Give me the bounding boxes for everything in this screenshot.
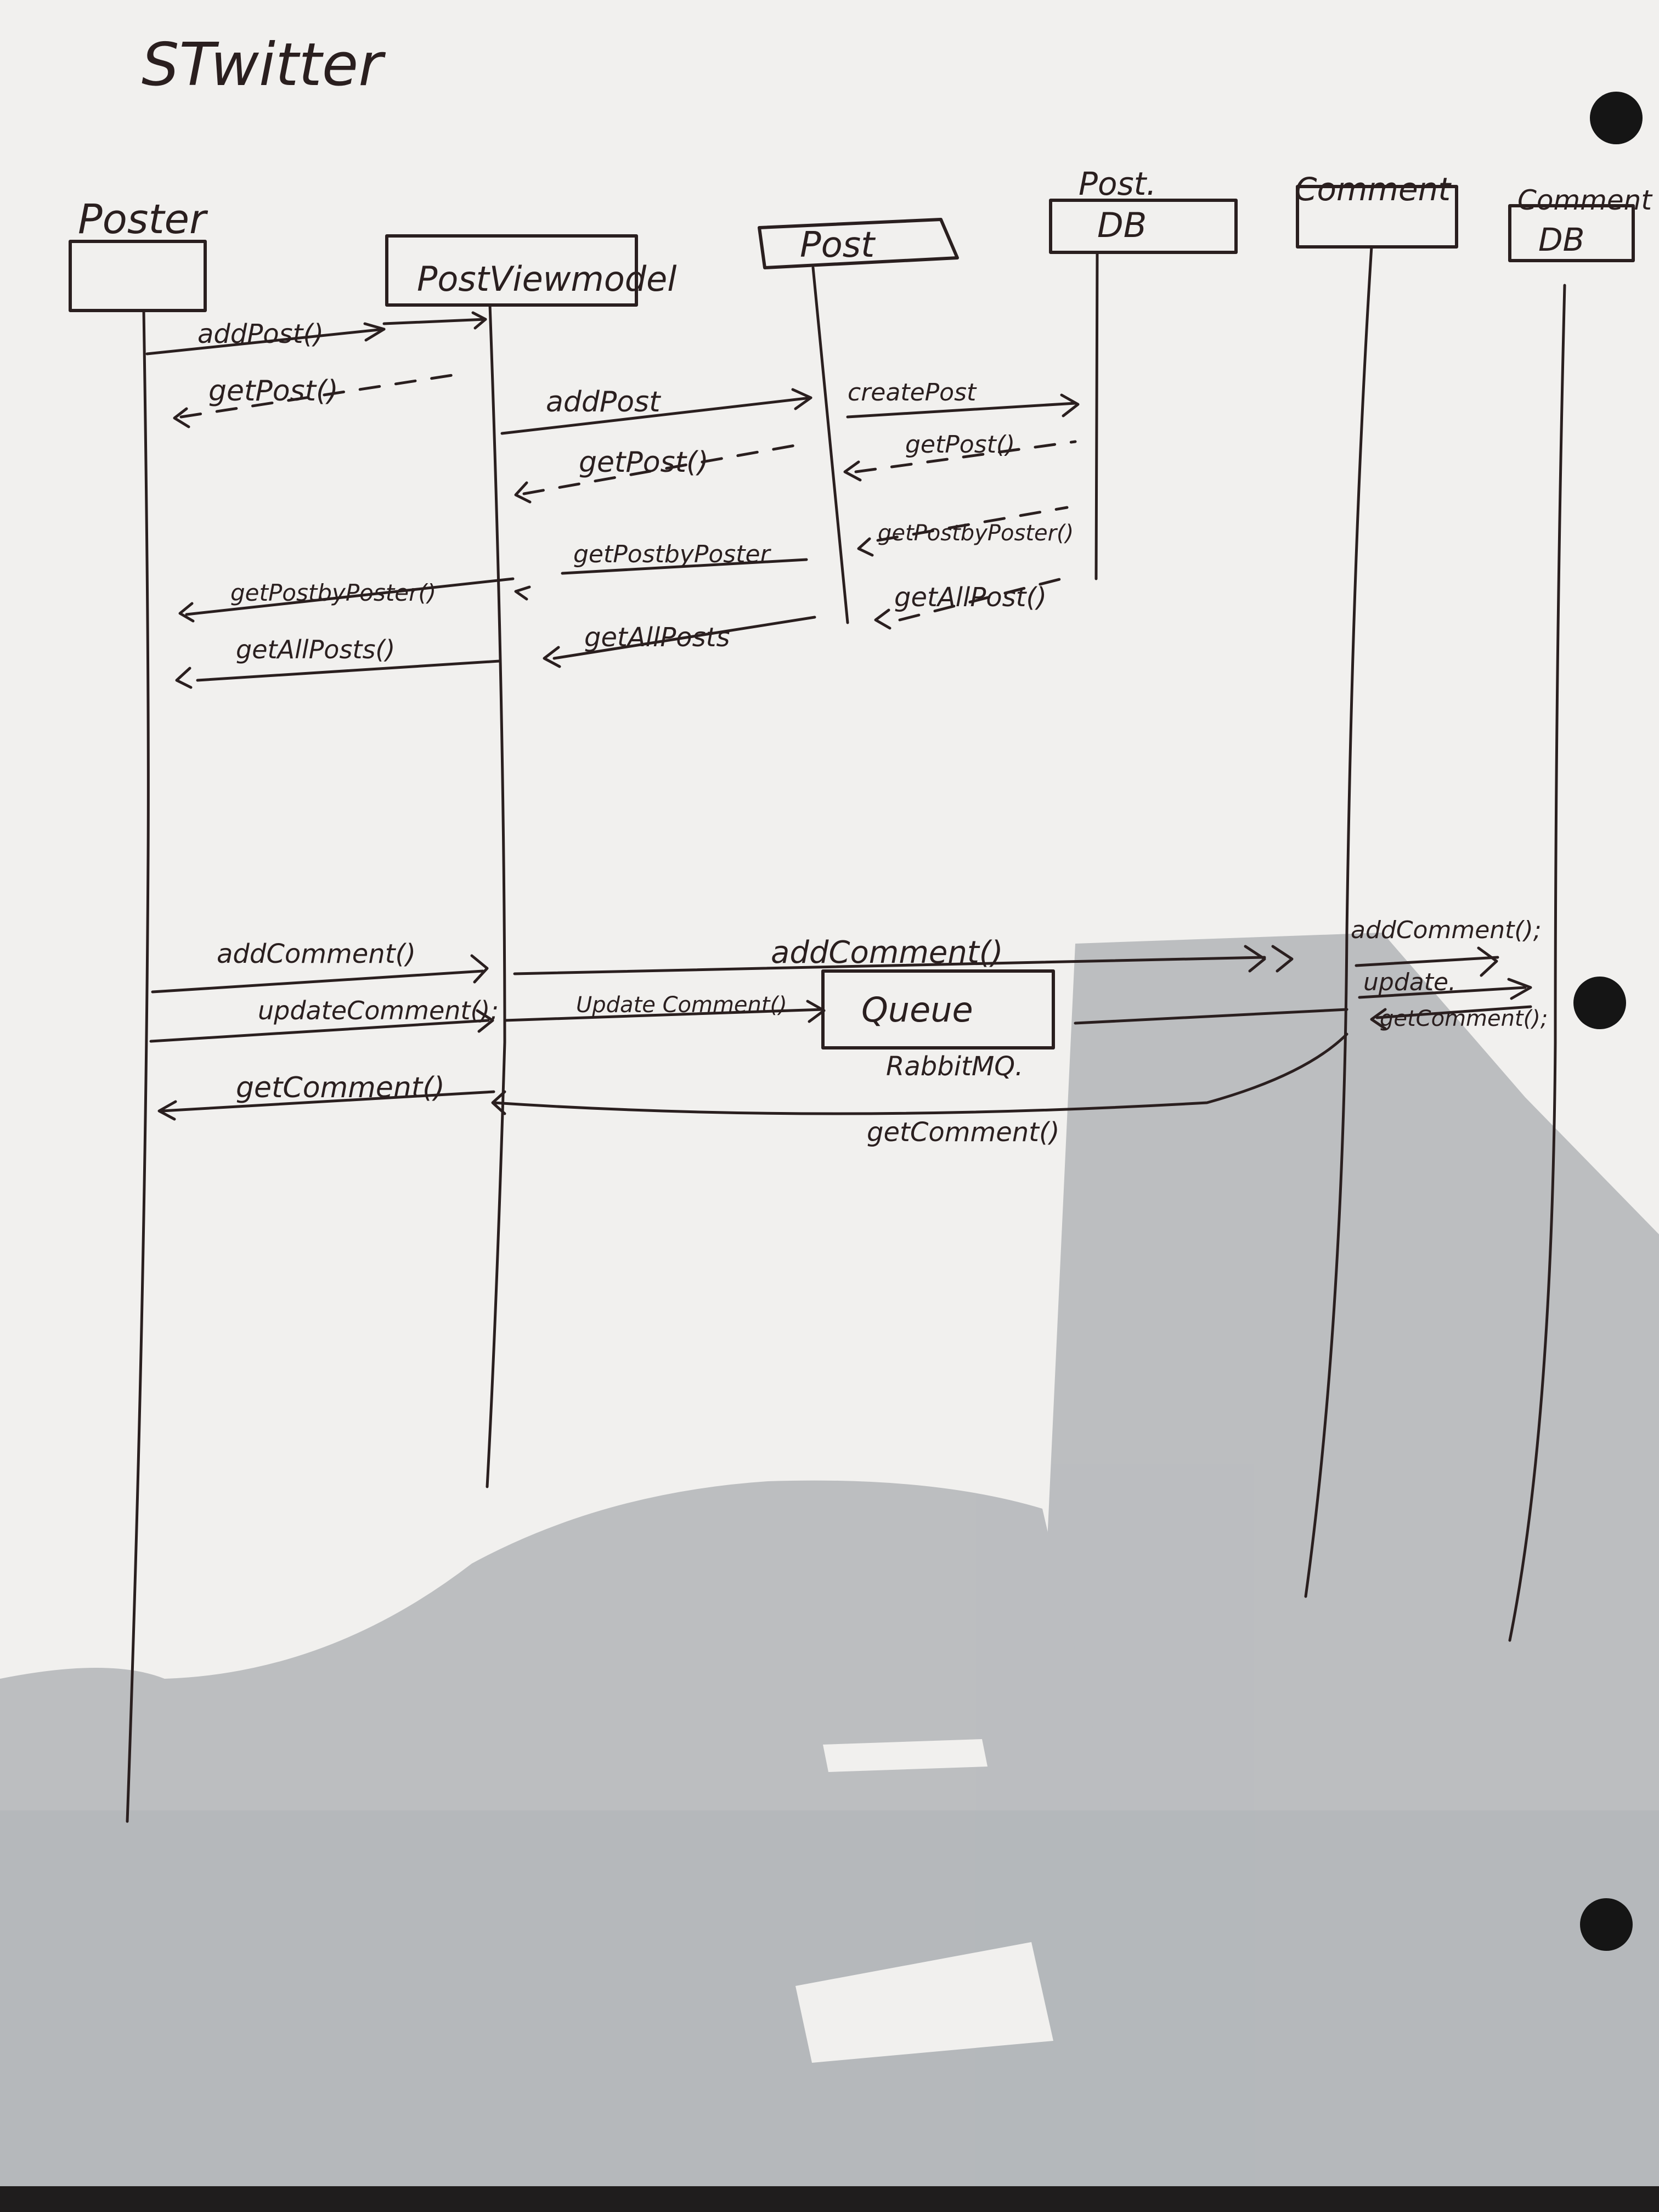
message-label: Update Comment(): [576, 992, 787, 1018]
message-arrow-dashed: [898, 577, 1063, 622]
queue-caption: RabbitMQ.: [886, 1051, 1023, 1082]
queue-name: Queue: [861, 990, 973, 1030]
participant-comment-db: Comment DB: [1508, 184, 1653, 262]
message-arrow: [1074, 1008, 1348, 1025]
arrowhead: [543, 646, 561, 668]
message-label: getPostbyPoster(): [878, 521, 1074, 546]
lifeline-comment: [1304, 245, 1373, 1598]
lifeline-post-db: [1094, 251, 1099, 580]
arrowhead: [363, 322, 386, 342]
participant-postviewmodel: PostViewmodel: [385, 234, 676, 307]
arrowhead: [491, 1090, 506, 1115]
table-edge: [0, 2186, 1659, 2212]
message-label: getComment(): [236, 1071, 445, 1104]
arrowhead: [476, 1009, 494, 1033]
message-arrow: [196, 659, 501, 682]
arrowhead: [791, 388, 812, 410]
arrowhead: [470, 954, 489, 984]
participant-name: DB: [1538, 221, 1584, 258]
message-label: getComment(): [867, 1117, 1059, 1148]
message-arrow: [552, 616, 816, 660]
arrowhead: [806, 1000, 826, 1023]
message-arrow-dashed: [522, 443, 803, 495]
message-arrow: [145, 328, 386, 356]
lifeline-poster: [126, 309, 150, 1823]
arrowhead: [857, 537, 874, 557]
participant-caption: Comment: [1517, 184, 1653, 216]
message-label: addComment();: [1351, 916, 1542, 944]
message-arrow-dashed: [854, 440, 1077, 473]
queue-box: Queue RabbitMQ.: [821, 969, 1055, 1082]
message-arrow: [160, 1090, 495, 1113]
messages: [145, 311, 1532, 1121]
message-label: getComment();: [1380, 1006, 1548, 1031]
message-label: addComment(): [217, 939, 416, 969]
arrowhead: [157, 1100, 177, 1121]
message-labels: addPost() getPost() addPost createPost g…: [198, 319, 1548, 1148]
arrowhead: [514, 585, 531, 601]
message-label: update.: [1363, 968, 1456, 996]
arrowhead: [1507, 978, 1532, 1000]
message-arrow: [149, 1019, 490, 1043]
arrowhead: [173, 407, 190, 428]
message-arrow: [151, 969, 484, 994]
participant-name: Poster: [78, 196, 208, 243]
arrowhead: [471, 311, 487, 330]
diagram-title: STwitter: [142, 31, 386, 99]
message-arrow-dashed: [179, 371, 468, 419]
message-arrow: [382, 318, 487, 325]
participant-caption: Post.: [1079, 165, 1156, 202]
arrowhead: [514, 481, 532, 504]
message-arrow: [513, 956, 1266, 975]
participant-comment: Comment: [1295, 171, 1458, 249]
participant-caption: Comment: [1295, 171, 1452, 208]
arrowhead: [1244, 945, 1266, 973]
message-label: getPost(): [905, 431, 1015, 459]
participant-post-db: Post. DB: [1049, 165, 1238, 254]
message-label: getAllPosts(): [236, 635, 395, 664]
lifeline-post: [811, 266, 849, 624]
participant-name: DB: [1097, 205, 1147, 245]
message-label: getAllPosts: [584, 622, 730, 653]
message-arrow: [1358, 986, 1527, 999]
participant-name: PostViewmodel: [417, 259, 676, 299]
message-label: createPost: [848, 379, 977, 407]
arrowhead: [178, 602, 195, 623]
lifeline-postviewmodel: [486, 303, 506, 1488]
message-label: getPost(): [208, 375, 338, 408]
participant-post: Post: [758, 218, 959, 269]
message-label: getPostbyPoster(): [230, 579, 436, 606]
message-arrow-dashed: [876, 506, 1069, 542]
message-label: addPost: [546, 386, 661, 419]
arrowhead: [175, 667, 193, 689]
arrowhead: [1060, 393, 1080, 417]
binder-hole: [1573, 92, 1643, 1951]
message-arrow: [1355, 956, 1499, 967]
participant-name: Post: [800, 225, 876, 266]
message-arrow: [500, 396, 812, 435]
shadow-gap: [795, 1739, 1053, 2063]
message-label: getPostbyPoster: [573, 540, 772, 568]
message-label: addPost(): [198, 319, 324, 349]
message-arrow: [492, 1032, 1348, 1115]
arrowhead: [843, 460, 862, 482]
message-label: getAllPost(): [894, 582, 1047, 613]
arrowhead: [1477, 946, 1498, 977]
participant-poster: Poster: [69, 196, 208, 312]
lifeline-comment-db: [1508, 284, 1566, 1642]
message-label: updateComment();: [258, 996, 499, 1025]
message-label: addComment(): [771, 935, 1003, 970]
arrowhead: [874, 608, 891, 630]
message-arrow: [185, 577, 515, 616]
message-label: getPost(): [579, 446, 709, 479]
message-arrow: [846, 402, 1077, 419]
message-arrow: [503, 1008, 825, 1022]
lifelines: [126, 245, 1566, 1823]
arrowhead: [1370, 1008, 1387, 1030]
message-arrow: [561, 558, 808, 575]
message-arrow: [1375, 1005, 1532, 1019]
